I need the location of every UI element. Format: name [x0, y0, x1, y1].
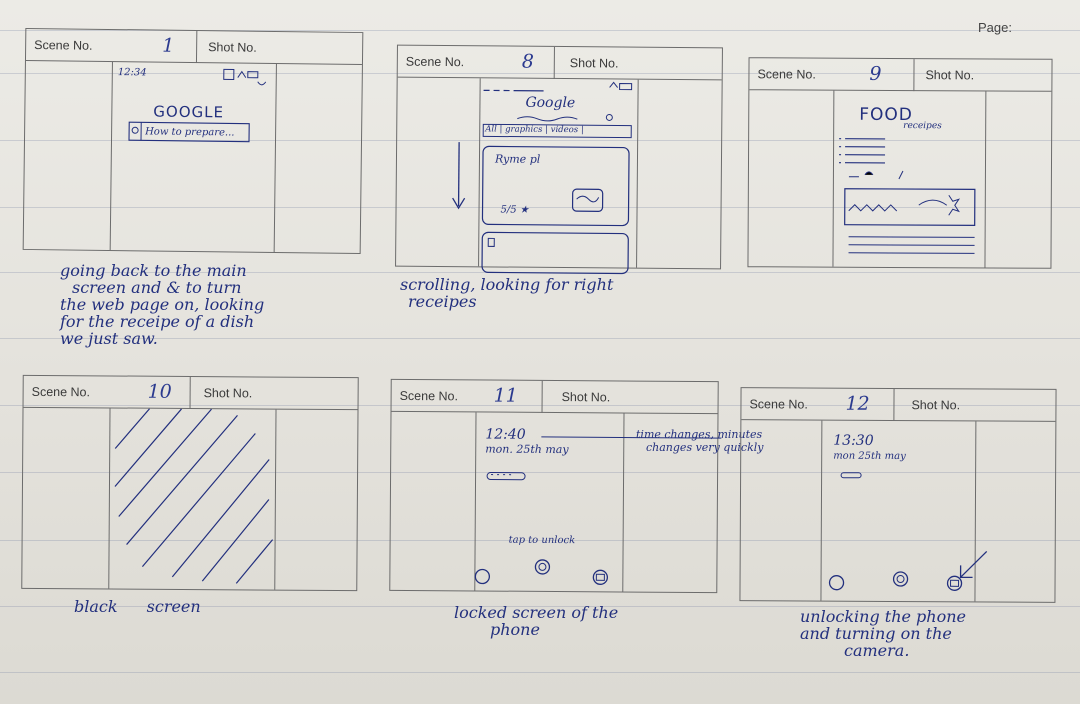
search-icon: [131, 126, 139, 134]
sketch-lines: [828, 472, 988, 591]
scene-panel-12: Scene No. 12 Shot No. 13:30 mon 25th may: [739, 387, 1057, 603]
phone-call-icon: [828, 575, 845, 591]
note-line: going back to the main: [60, 261, 247, 280]
result-title: Ryme pl: [494, 152, 541, 166]
sketch-lines: [474, 436, 722, 585]
google-logo-text: GOOGLE: [153, 102, 225, 122]
wifi-icon: [223, 68, 235, 80]
note-line: receipes: [408, 292, 477, 311]
scene-panel-11: Scene No. 11 Shot No. 12:40 mon. 25th ma…: [389, 378, 722, 594]
google-logo-text: Google: [525, 94, 576, 112]
camera-icon: [946, 575, 963, 591]
scene-12-note: unlocking the phone and turning on the c…: [800, 608, 966, 659]
note-line: we just saw.: [60, 329, 158, 348]
note-line: for the receipe of a dish: [60, 312, 255, 331]
scroll-arrow-icon: [457, 142, 460, 207]
page-label: Page:: [978, 20, 1012, 35]
scene-11-side-note: time changes, minutes changes very quick…: [636, 428, 763, 454]
swipe-arrow-icon: [959, 551, 988, 579]
phone-call-icon: [474, 568, 491, 585]
sketch-lines: [452, 81, 633, 275]
scene-panel-8: Scene No. 8 Shot No. Google All | graphi…: [395, 44, 723, 275]
sketch-lines: [128, 68, 267, 143]
annotation-pointer: [541, 436, 722, 439]
note-line: scrolling, looking for right: [400, 275, 614, 294]
note-line: camera.: [844, 641, 910, 660]
black-screen-hatching: [114, 408, 274, 584]
scene-10-note: black screen: [74, 598, 201, 615]
scene-panel-9: Scene No. 9 Shot No. FOOD receipes: [747, 57, 1053, 269]
scene-8-note: scrolling, looking for right receipes: [400, 276, 613, 310]
scene-panel-10: Scene No. 10 Shot No.: [21, 374, 359, 592]
note-line: time changes, minutes: [636, 428, 763, 441]
sketch-lines: [838, 138, 976, 254]
note-line: phone: [490, 620, 540, 639]
scene-panel-1: Scene No. 1 Shot No. 12:34 GOOGLE How to…: [22, 27, 364, 255]
note-line: unlocking the phone: [800, 607, 967, 626]
food-image-icon: [844, 188, 976, 226]
camera-icon: [592, 569, 609, 585]
result-rating: 5/5 ★: [500, 204, 529, 216]
note-line: screen and & to turn: [72, 278, 242, 297]
search-tabs: All | graphics | videos |: [485, 124, 584, 136]
food-image-icon: [571, 188, 604, 212]
food-subtitle: receipes: [903, 121, 942, 132]
fingerprint-icon: [892, 571, 909, 587]
note-line: and turning on the: [800, 624, 952, 643]
note-line: changes very quickly: [646, 441, 764, 454]
fingerprint-icon: [534, 559, 551, 575]
scene-1-note: going back to the main screen and & to t…: [60, 262, 264, 347]
note-line: locked screen of the: [454, 603, 619, 622]
note-line: the web page on, looking: [60, 295, 265, 314]
scene-11-note: locked screen of the phone: [454, 604, 618, 638]
note-line: black screen: [74, 597, 201, 616]
search-icon: [605, 113, 613, 121]
search-query: How to prepare...: [145, 126, 235, 139]
